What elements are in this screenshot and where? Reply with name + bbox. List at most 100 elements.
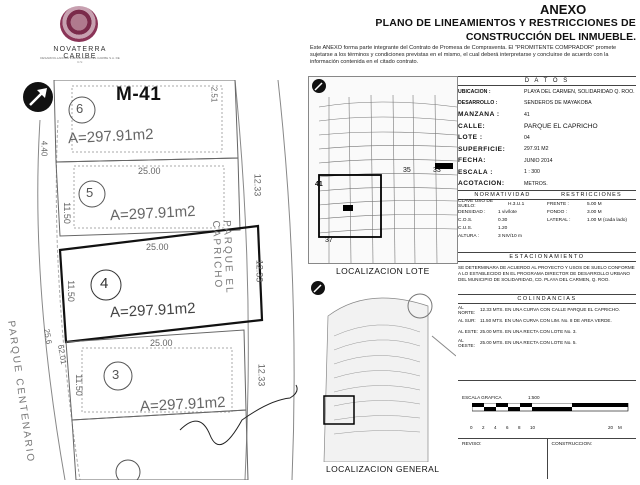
colindancia-value: 25.00 MTS. EN UNA RECTA CON LOTE No. 3.: [480, 329, 577, 334]
colindancia-row: AL NORTE: 12.33 MTS. EN UNA CURVA CON CAL…: [458, 304, 636, 315]
datos-value: METROS.: [524, 180, 548, 187]
scale-tick: 2: [482, 425, 485, 430]
dim-side-lot5: 12.33: [252, 173, 263, 197]
estacionamiento-panel: ESTACIONAMIENTO SE DETERMINARA DE ACUERD…: [458, 252, 636, 283]
colindancia-key: AL ESTE:: [458, 329, 478, 334]
construccion-field: CONSTRUCCION:: [546, 439, 637, 479]
datos-row: SUPERFICIE:297.91 M2: [458, 144, 636, 156]
datos-row: MANZANA :41: [458, 109, 636, 121]
datos-value: 41: [524, 111, 530, 118]
dim-left-lot4: 11.50: [65, 280, 76, 302]
logo-subtitle: DESARROLLADORA INMOBILIARIA DEL CARIBE S…: [40, 56, 120, 64]
colindancia-key: AL NORTE:: [458, 304, 476, 315]
scale-tick: 0: [470, 425, 473, 430]
scale-tick: 20: [608, 425, 614, 430]
lote-label-37: 37: [325, 237, 333, 244]
colindancia-value: 25.00 MTS. EN UNA RECTA CON LOTE No. 5.: [480, 340, 577, 345]
norm-key: DENSIDAD :: [458, 209, 486, 215]
document-title-line2: CONSTRUCCIÓN DEL INMUEBLE.: [465, 31, 636, 43]
colindancia-key: AL SUR:: [458, 318, 476, 323]
colindancias-heading: COLINDANCIAS: [458, 294, 636, 304]
norm-key: C.U.S.: [458, 225, 473, 231]
lot-location-map: 41 35 33 37: [308, 76, 458, 264]
escala-grafica-panel: ESCALA GRAFICA 1:500 0 2 4 6 8 10 20 M: [458, 380, 636, 439]
dim-left-lot3: 11.50: [73, 374, 84, 396]
dim-side-lot3: 12.33: [256, 363, 267, 387]
normatividad-columns: CLAVE USO DE SUELO: H.3.U.1 DENSIDAD : 1 v…: [458, 199, 636, 240]
datos-key: DESARROLLO :: [458, 100, 498, 107]
restr-row: FONDO : 3.00 M: [547, 208, 636, 216]
lot-number-5: 5: [86, 185, 94, 200]
lote-label-35: 35: [403, 167, 411, 174]
datos-heading: D A T O S: [458, 76, 636, 86]
colindancia-key: AL OESTE:: [458, 337, 475, 348]
restr-value: 1.00 M (cada lado): [587, 217, 627, 223]
restricciones-list: FRENTE : 5.00 M FONDO : 3.00 M LATERAL : 1.…: [547, 200, 636, 240]
normatividad-title: NORMATIVIDAD: [474, 192, 531, 198]
norm-key: ALTURA :: [458, 233, 479, 239]
restr-key: LATERAL :: [547, 217, 571, 223]
caption-localizacion-lote: LOCALIZACION LOTE: [336, 266, 430, 276]
norm-value: 1 viv/lote: [498, 209, 517, 215]
datos-value: 04: [524, 134, 530, 141]
datos-row: CALLE:PARQUE EL CAPRICHO: [458, 121, 636, 133]
normatividad-panel: NORMATIVIDAD RESTRICCIONES CLAVE USO DE …: [458, 190, 636, 240]
company-logo: NOVATERRA CARIBE DESARROLLADORA INMOBILI…: [38, 4, 122, 68]
datos-value: SENDEROS DE MAYAKOBA: [524, 100, 592, 107]
lote-marker-41: 41: [315, 181, 323, 188]
datos-value: 297.91 M2: [524, 146, 549, 153]
dim-top-left: 4.40: [39, 140, 49, 157]
colindancia-row: AL OESTE: 25.00 MTS. EN UNA RECTA CON LOT…: [458, 337, 636, 348]
datos-key: FECHA:: [458, 157, 486, 165]
scale-bar: [472, 403, 629, 412]
colindancia-row: AL SUR: 11.50 MTS. EN UNA CURVA CON LIM. …: [458, 315, 636, 326]
logo-emblem: [60, 6, 98, 42]
escala-value: 1:500: [528, 395, 540, 400]
colindancias-panel: COLINDANCIAS AL NORTE: 12.33 MTS. EN UNA …: [458, 294, 636, 348]
restr-key: FRENTE :: [547, 201, 569, 207]
lot-number-3: 3: [112, 367, 120, 382]
datos-key: LOTE :: [458, 134, 483, 142]
colindancia-value: 12.33 MTS. EN UNA CURVA CON CALLE PARQUE…: [480, 307, 620, 312]
intro-paragraph: Este ANEXO forma parte integrante del Co…: [310, 45, 617, 65]
datos-key: CALLE:: [458, 122, 486, 130]
norm-key: CLAVE USO DE SUELO:: [458, 199, 494, 209]
datos-row: ACOTACION:METROS.: [458, 178, 636, 190]
scale-tick: 8: [518, 425, 521, 430]
dim-front-lot5: 25.00: [138, 166, 161, 176]
scale-tick: 6: [506, 425, 509, 430]
lot-plan: M-41 6 A=297.91m2 5 A=297.91m2 4 A=297.9…: [5, 79, 302, 485]
general-location-map: [308, 276, 456, 462]
restr-row: LATERAL : 1.00 M (cada lado): [547, 216, 636, 224]
north-arrow-icon: [311, 281, 325, 295]
restr-value: 3.00 M: [587, 209, 602, 215]
scale-tick: 10: [530, 425, 536, 430]
estacionamiento-heading: ESTACIONAMIENTO: [458, 252, 636, 262]
datos-row: DESARROLLO : SENDEROS DE MAYAKOBA: [458, 98, 636, 110]
datos-value: PLAYA DEL CARMEN, SOLIDARIDAD Q. ROO.: [524, 88, 635, 95]
datos-row: LOTE : 04: [458, 132, 636, 144]
datos-row: UBICACION : PLAYA DEL CARMEN, SOLIDARIDAD…: [458, 86, 636, 98]
restr-value: 5.00 M: [587, 201, 602, 207]
scale-tick: 4: [494, 425, 497, 430]
north-arrow-icon: [23, 82, 53, 112]
datos-row: ESCALA :1 : 300: [458, 167, 636, 179]
dim-front-lot3: 25.00: [150, 338, 173, 348]
datos-key: UBICACION :: [458, 88, 491, 95]
norm-row: C.O.S.0.30: [458, 216, 547, 224]
document-title-line1: PLANO DE LINEAMIENTOS Y RESTRICCIONES DE: [375, 17, 636, 29]
dim-front-lot4: 25.00: [146, 242, 169, 252]
norm-value: H.3.U.1: [508, 201, 525, 207]
logo-name: NOVATERRA CARIBE: [53, 46, 107, 60]
norm-value: 3 NIV/10 m: [498, 233, 522, 239]
colindancia-row: AL ESTE:25.00 MTS. EN UNA RECTA CON LOTE…: [458, 326, 636, 337]
colindancia-value: 11.50 MTS. EN UNA CURVA CON LIM. No. 8 D…: [480, 318, 612, 323]
caption-localizacion-general: LOCALIZACION GENERAL: [326, 464, 440, 474]
norm-row: ALTURA : 3 NIV/10 m: [458, 232, 547, 240]
lot-location-drawing: [312, 79, 457, 263]
dim-top-right: 2.51: [209, 86, 219, 103]
escala-label: ESCALA GRAFICA: [462, 395, 502, 400]
restr-key: FONDO :: [547, 209, 567, 215]
general-location-drawing: [311, 281, 456, 462]
norm-row: C.U.S.1.20: [458, 224, 547, 232]
